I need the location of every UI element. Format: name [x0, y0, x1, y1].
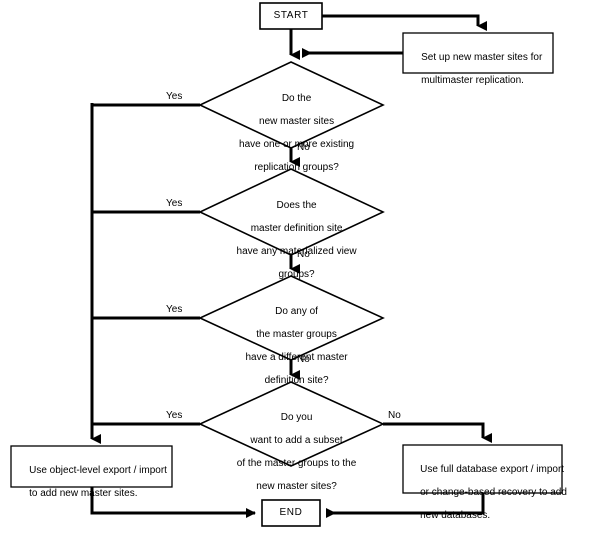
connector-fulldatabase-to-end: [326, 493, 485, 518]
action-objectlevel-shape: [10, 445, 173, 488]
decision1-line-2: new master sites: [259, 115, 335, 127]
connector-d4-no: [383, 422, 492, 443]
setup-line-1: Set up new master sites for: [421, 51, 543, 63]
action-fulldatabase-shape: [402, 444, 563, 494]
decision1-yes-label: Yes: [166, 91, 183, 102]
action-fulldatabase-line-3: new databases.: [420, 509, 491, 521]
decision4-yes-label: Yes: [166, 410, 183, 421]
decision4-line-1: Do you: [280, 411, 313, 423]
connector-start-to-setup: [322, 14, 487, 31]
decision1-line-4: replication groups?: [254, 161, 339, 173]
decision4-text: Do you want to add a subset of the maste…: [201, 400, 381, 504]
decision3-yes-label: Yes: [166, 304, 183, 315]
decision4-no-label: No: [388, 410, 401, 421]
start-node-label: START: [273, 10, 309, 21]
decision3-line-4: definition site?: [264, 374, 329, 386]
decision2-line-2: master definition site: [250, 222, 343, 234]
decision1-line-3: have one or more existing: [239, 138, 355, 150]
decision1-text: Do the new master sites have one or more…: [201, 81, 381, 185]
decision2-line-3: have any materialized view: [236, 245, 357, 257]
decision3-line-1: Do any of: [275, 305, 318, 317]
decision1-line-1: Do the: [281, 92, 312, 104]
decision2-line-1: Does the: [276, 199, 317, 211]
action-fulldatabase-line-1: Use full database export / import: [420, 463, 565, 475]
action-objectlevel-text: Use object-level export / import to add …: [18, 453, 168, 511]
decision4-line-2: want to add a subset: [250, 434, 343, 446]
decision1-no-label: No: [297, 142, 310, 153]
decision2-text: Does the master definition site have any…: [201, 188, 381, 292]
setup-node-shape: [402, 32, 554, 74]
end-node-label: END: [279, 507, 303, 518]
action-objectlevel-line-1: Use object-level export / import: [29, 464, 167, 476]
action-objectlevel-line-2: to add new master sites.: [29, 487, 138, 499]
setup-line-2: multimaster replication.: [421, 74, 524, 86]
action-fulldatabase-line-2: or change-based recovery to add: [420, 486, 567, 498]
decision4-line-3: of the master groups to the: [236, 457, 357, 469]
setup-node-text: Set up new master sites for multimaster …: [410, 40, 552, 98]
decision2-line-4: groups?: [278, 268, 315, 280]
decision3-text: Do any of the master groups have a diffe…: [201, 294, 381, 398]
decision2-yes-label: Yes: [166, 198, 183, 209]
decision4-shape: [198, 381, 385, 467]
action-fulldatabase-text: Use full database export / import or cha…: [409, 452, 567, 533]
decision3-line-2: the master groups: [256, 328, 337, 340]
decision3-no-label: No: [297, 354, 310, 365]
decision4-line-4: new master sites?: [256, 480, 337, 492]
end-node-shape: [261, 499, 321, 527]
decision3-line-3: have a different master: [245, 351, 348, 363]
connector-objectlevel-to-end: [90, 487, 256, 518]
decision2-no-label: No: [297, 249, 310, 260]
